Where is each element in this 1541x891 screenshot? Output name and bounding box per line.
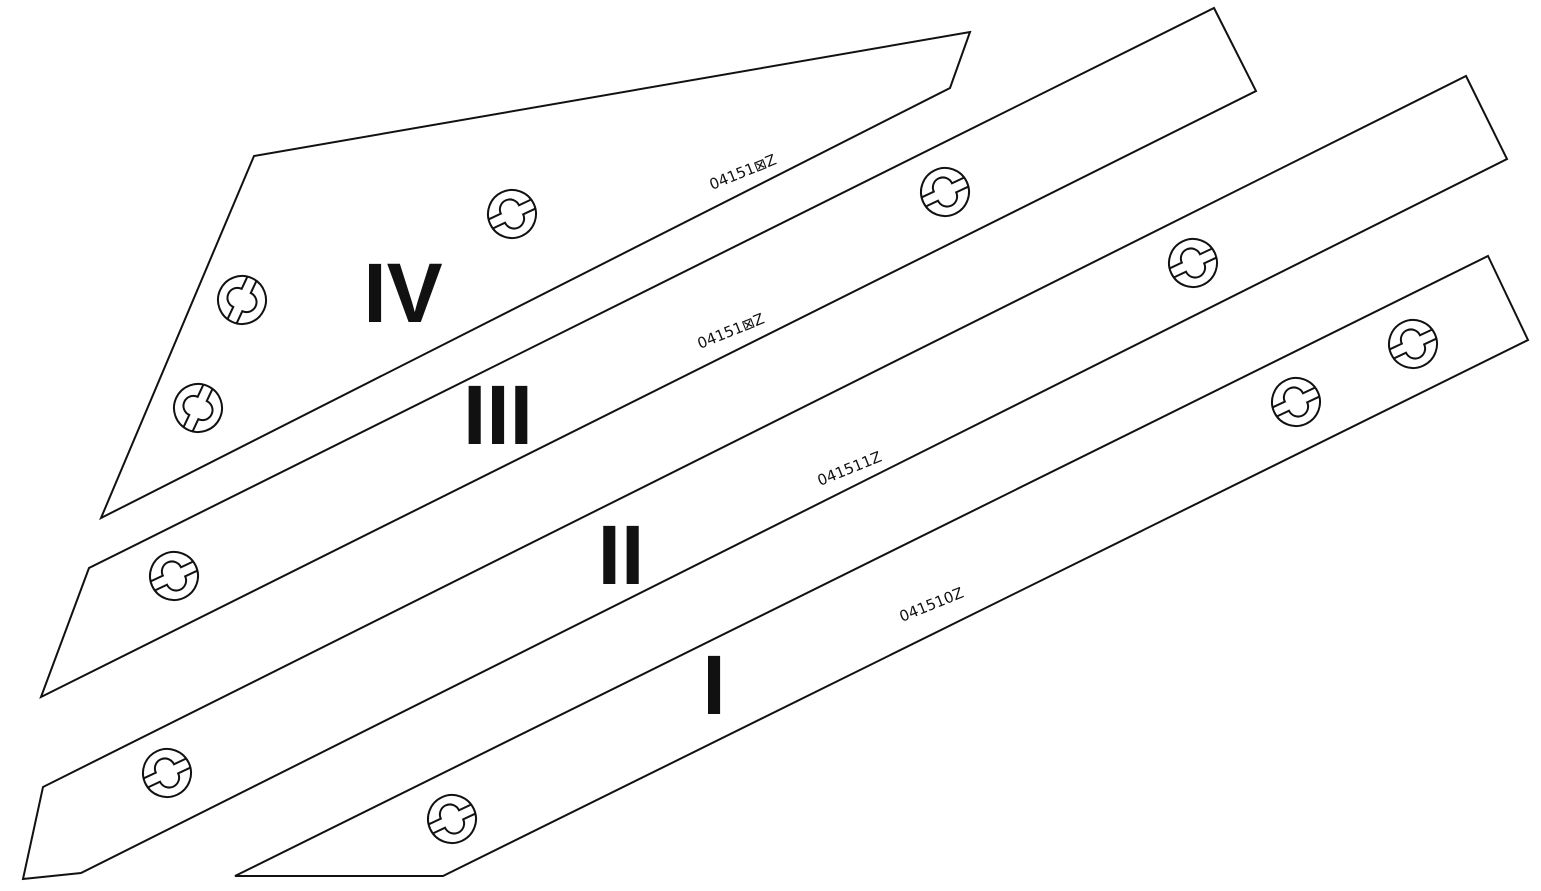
plate-ii-numeral: II bbox=[598, 508, 645, 602]
keyhole-bolt-hole-icon bbox=[173, 383, 223, 433]
plate-ii-outline bbox=[21, 74, 1509, 881]
plate-i-outline bbox=[234, 254, 1530, 877]
plate-i-numeral: I bbox=[702, 638, 725, 732]
keyhole-bolt-hole-icon bbox=[920, 167, 970, 217]
keyhole-bolt-hole-icon bbox=[1271, 377, 1321, 427]
plate-iv-numeral: IV bbox=[363, 246, 442, 340]
keyhole-bolt-hole-icon bbox=[142, 748, 192, 798]
plate-i: I 041510Z bbox=[234, 254, 1530, 877]
keyhole-bolt-hole-icon bbox=[149, 551, 199, 601]
keyhole-bolt-hole-icon bbox=[217, 275, 267, 325]
keyhole-bolt-hole-icon bbox=[1168, 238, 1218, 288]
plate-iii: III 04151⊠Z bbox=[39, 6, 1258, 700]
plate-iv: IV 04151⊠Z bbox=[99, 30, 972, 521]
keyhole-bolt-hole-icon bbox=[427, 794, 477, 844]
plate-ii: II 041511Z bbox=[21, 74, 1509, 881]
plate-iv-outline bbox=[99, 30, 972, 521]
keyhole-bolt-hole-icon bbox=[1388, 319, 1438, 369]
keyhole-bolt-hole-icon bbox=[487, 189, 537, 239]
plate-iii-numeral: III bbox=[463, 368, 533, 462]
